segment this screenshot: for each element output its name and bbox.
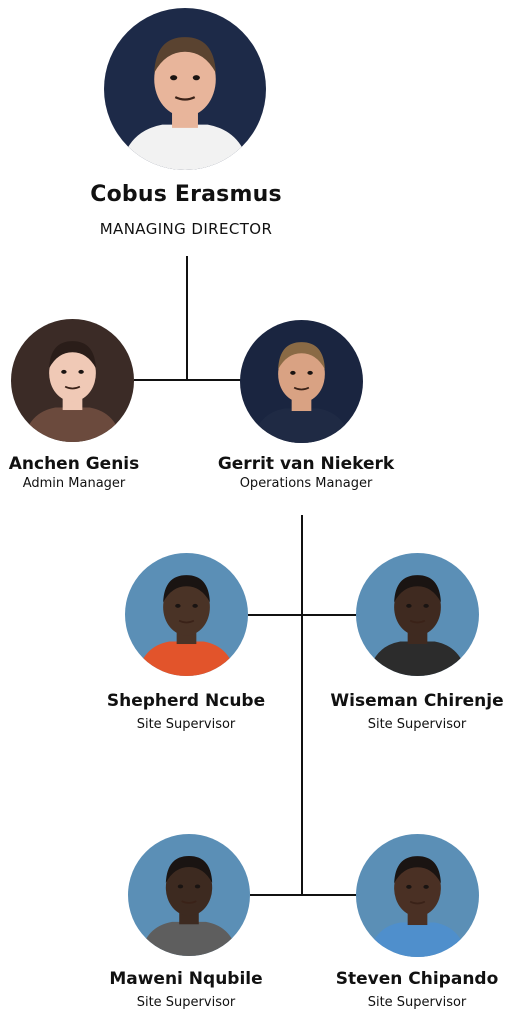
- portrait-photo: [125, 553, 248, 676]
- person-name-gerrit: Gerrit van Niekerk: [217, 454, 395, 474]
- avatar-anchen: [11, 319, 134, 442]
- connector-ops-trunk: [301, 515, 303, 895]
- portrait-photo: [128, 834, 250, 956]
- avatar-shepherd: [125, 553, 248, 676]
- avatar-cobus: [104, 8, 266, 170]
- portrait-photo: [104, 8, 266, 170]
- connector-director-down: [186, 256, 188, 381]
- connector-row1-horizontal: [248, 614, 356, 616]
- person-title-maweni: Site Supervisor: [136, 995, 236, 1010]
- person-name-maweni: Maweni Nqubile: [109, 969, 263, 989]
- portrait-photo: [240, 320, 363, 443]
- person-name-wiseman: Wiseman Chirenje: [330, 691, 504, 711]
- person-title-wiseman: Site Supervisor: [367, 717, 467, 732]
- person-name-cobus: Cobus Erasmus: [90, 182, 282, 207]
- person-name-anchen: Anchen Genis: [8, 454, 140, 474]
- connector-managers-horizontal: [134, 379, 244, 381]
- person-title-anchen: Admin Manager: [22, 476, 126, 491]
- person-title-shepherd: Site Supervisor: [136, 717, 236, 732]
- portrait-photo: [11, 319, 134, 442]
- portrait-photo: [356, 834, 479, 957]
- person-title-gerrit: Operations Manager: [239, 476, 373, 491]
- portrait-photo: [356, 553, 479, 676]
- connector-row2-horizontal: [250, 894, 356, 896]
- person-title-cobus: MANAGING DIRECTOR: [99, 220, 273, 238]
- person-name-shepherd: Shepherd Ncube: [106, 691, 266, 711]
- avatar-wiseman: [356, 553, 479, 676]
- person-name-steven: Steven Chipando: [335, 969, 499, 989]
- avatar-gerrit: [240, 320, 363, 443]
- avatar-maweni: [128, 834, 250, 956]
- avatar-steven: [356, 834, 479, 957]
- person-title-steven: Site Supervisor: [367, 995, 467, 1010]
